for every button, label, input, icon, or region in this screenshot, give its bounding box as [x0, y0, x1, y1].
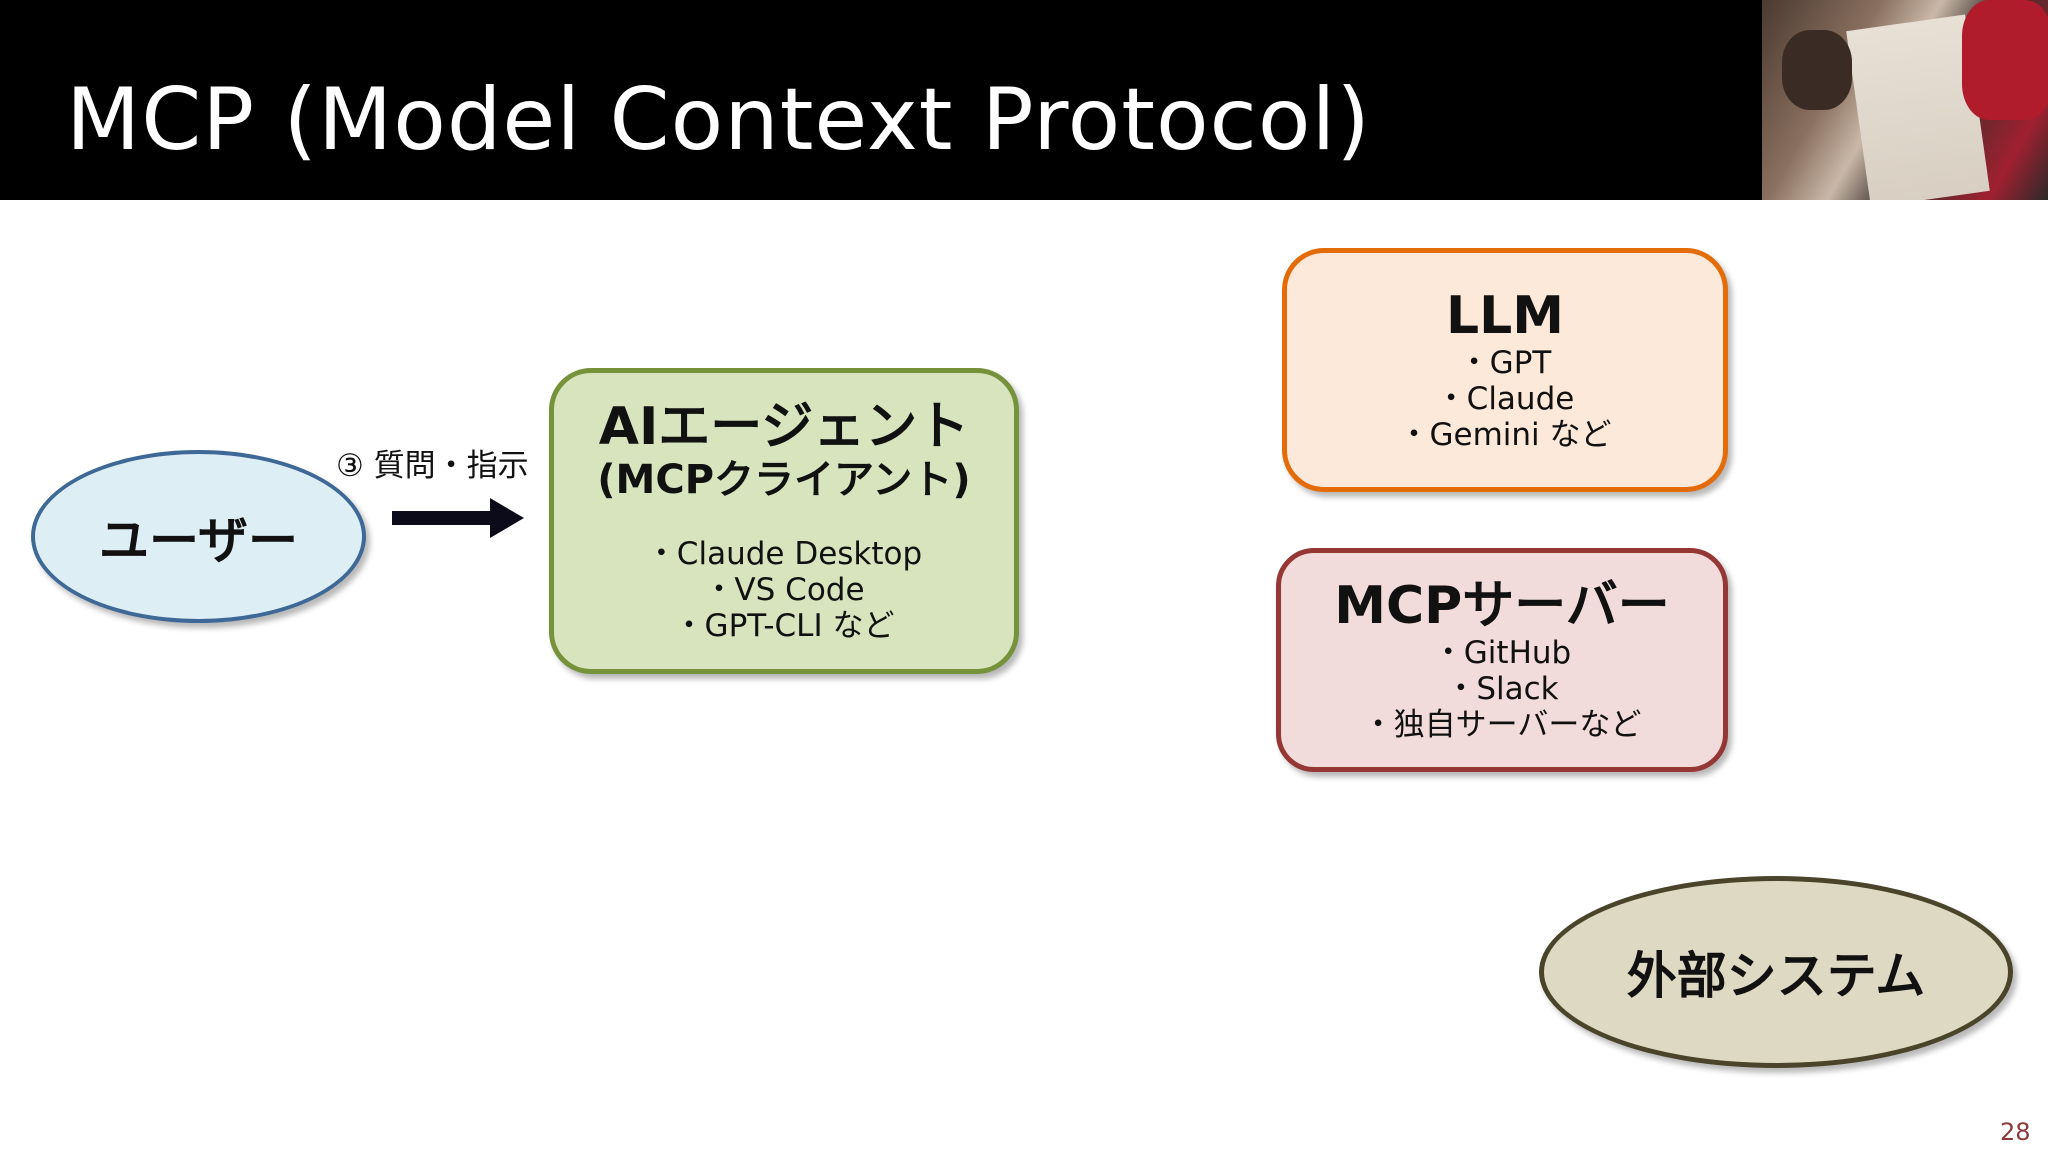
external-system-label: 外部システム: [1626, 947, 1926, 1005]
agent-item: ・Claude Desktop: [645, 536, 923, 573]
mcp-server-title: MCPサーバー: [1334, 575, 1670, 636]
llm-node: LLM ・GPT ・Claude ・Gemini など: [1282, 248, 1728, 492]
slide-title: MCP (Model Context Protocol): [66, 70, 1371, 170]
agent-item: ・GPT-CLI など: [673, 607, 895, 644]
agent-subtitle: (MCPクライアント): [597, 457, 971, 504]
speaker-photo: [1762, 0, 2048, 200]
step-label: ③ 質問・指示: [336, 448, 529, 484]
user-label: ユーザー: [99, 511, 298, 570]
llm-item: ・Claude: [1435, 381, 1575, 418]
mcp-server-node: MCPサーバー ・GitHub ・Slack ・独自サーバーなど: [1276, 548, 1728, 772]
user-node: ユーザー: [31, 450, 366, 623]
llm-item: ・GPT: [1458, 345, 1552, 382]
mcp-server-item: ・Slack: [1445, 671, 1559, 708]
red-object: [1962, 0, 2048, 120]
title-bar: MCP (Model Context Protocol): [0, 0, 2048, 200]
llm-item: ・Gemini など: [1398, 416, 1612, 453]
mcp-server-item: ・独自サーバーなど: [1362, 706, 1642, 743]
mcp-server-item: ・GitHub: [1432, 635, 1572, 672]
external-system-node: 外部システム: [1539, 876, 2013, 1068]
person-face: [1782, 30, 1852, 110]
page-number: 28: [2000, 1118, 2031, 1146]
ai-agent-node: AIエージェント (MCPクライアント) ・Claude Desktop ・VS…: [549, 368, 1019, 674]
agent-title: AIエージェント: [598, 396, 970, 457]
llm-title: LLM: [1445, 285, 1564, 346]
right-arrow-icon: [392, 498, 524, 538]
agent-item: ・VS Code: [703, 572, 865, 609]
